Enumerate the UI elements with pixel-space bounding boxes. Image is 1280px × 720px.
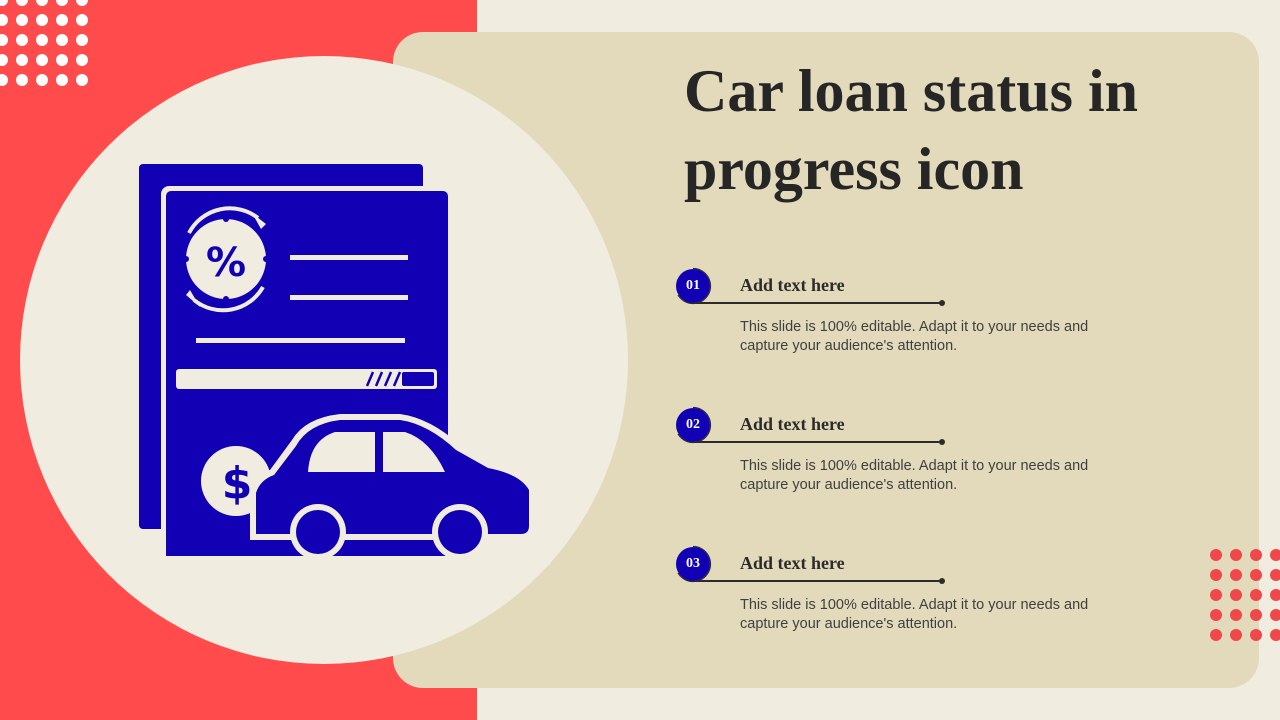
dot [0, 0, 8, 6]
dot [36, 74, 48, 86]
dot [36, 34, 48, 46]
dot [1230, 589, 1242, 601]
dot [76, 0, 88, 6]
text-line [290, 295, 408, 300]
percent-cycle-icon: % [183, 206, 269, 313]
item-description: This slide is 100% editable. Adapt it to… [740, 597, 1089, 632]
dot [1270, 589, 1280, 601]
dot [1250, 629, 1262, 641]
divider-end-dot [939, 300, 945, 306]
text-line [196, 338, 405, 343]
dot [1270, 549, 1280, 561]
list-item-03: 03 Add text here This slide is 100% edit… [674, 545, 1134, 645]
list-item-01: 01 Add text here This slide is 100% edit… [674, 267, 1134, 367]
dot [36, 54, 48, 66]
dot [16, 14, 28, 26]
divider-end-dot [939, 439, 945, 445]
dot [1250, 609, 1262, 621]
dot [36, 0, 48, 6]
divider-end-dot [939, 578, 945, 584]
dot [1210, 609, 1222, 621]
dot [16, 34, 28, 46]
dot [1230, 609, 1242, 621]
divider-line [694, 441, 941, 443]
dot [1270, 629, 1280, 641]
dot [1250, 589, 1262, 601]
decorative-dot-grid-bottom-right [1210, 549, 1280, 641]
dot [1230, 569, 1242, 581]
dot [1270, 569, 1280, 581]
list-item-02: 02 Add text here This slide is 100% edit… [674, 406, 1134, 506]
dot [1210, 569, 1222, 581]
dot [16, 74, 28, 86]
car-loan-progress-icon: % $ [130, 164, 550, 565]
dot [76, 14, 88, 26]
dot [56, 54, 68, 66]
progress-bar-icon [176, 369, 437, 389]
item-description: This slide is 100% editable. Adapt it to… [740, 458, 1089, 493]
dot [56, 74, 68, 86]
dot [0, 74, 8, 86]
text-line [290, 255, 408, 260]
svg-text:%: % [206, 240, 246, 286]
item-number-badge: 02 [676, 408, 710, 442]
item-number-badge: 01 [676, 269, 710, 303]
divider-line [694, 302, 941, 304]
decorative-dot-grid-top-left [0, 0, 88, 86]
dot [1210, 629, 1222, 641]
item-heading: Add text here [740, 414, 845, 434]
dot [76, 74, 88, 86]
dot [0, 14, 8, 26]
dot [56, 14, 68, 26]
dot [76, 34, 88, 46]
dot [1210, 589, 1222, 601]
item-number-badge: 03 [676, 547, 710, 581]
dot [16, 54, 28, 66]
dot [0, 54, 8, 66]
dot [1250, 549, 1262, 561]
dot [16, 0, 28, 6]
dot [1210, 549, 1222, 561]
dot [36, 14, 48, 26]
dot [76, 54, 88, 66]
dot [0, 34, 8, 46]
dot [1250, 569, 1262, 581]
dot [56, 34, 68, 46]
divider-line [694, 580, 941, 582]
dot [1230, 629, 1242, 641]
dot [1270, 609, 1280, 621]
item-description: This slide is 100% editable. Adapt it to… [740, 319, 1089, 354]
car-icon [130, 414, 550, 565]
item-heading: Add text here [740, 553, 845, 573]
dot [56, 0, 68, 6]
dot [1230, 549, 1242, 561]
svg-text:$: $ [222, 458, 253, 509]
slide-title: Car loan status in progress icon [684, 58, 1138, 202]
item-heading: Add text here [740, 275, 845, 295]
